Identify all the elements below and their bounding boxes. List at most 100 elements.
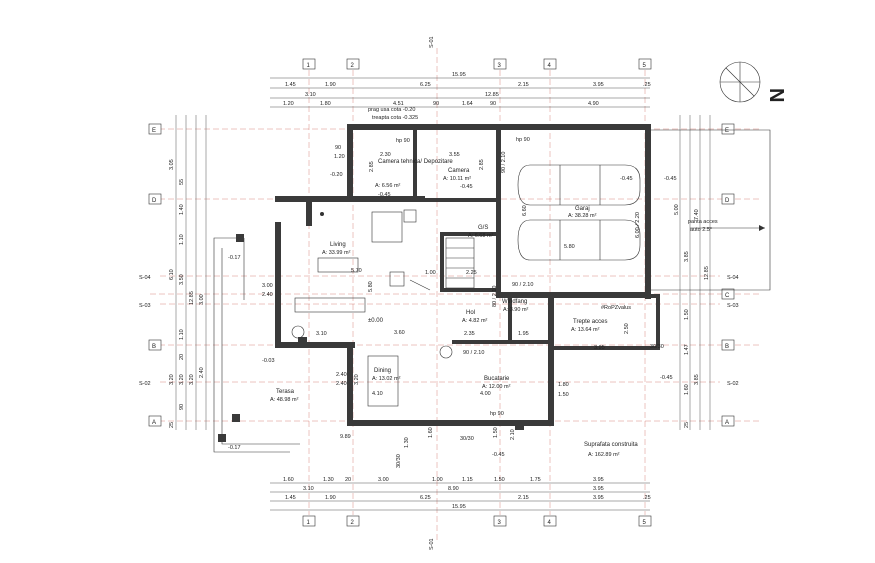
dim-bot-overall: 15.95 [452,504,466,510]
room-name-garaj: Garaj [575,206,590,212]
dim-bot-r3-3: 2.15 [518,495,529,501]
dimension-chain-top: 15.95 1.45 1.90 6.25 2.15 3.95 .25 3.10 … [270,72,651,108]
idim-28: 90 / 2.10 [463,350,484,356]
dim-right-4: 3.85 [694,374,700,385]
dim-bot-r2-0: 3.10 [303,486,314,492]
note-hp90c: hp 90 [490,411,504,417]
dimension-chain-right: 3.85 5.00 7.40 12.85 3.85 1.50 1.47 1.60… [674,115,711,430]
level-gar2: -0.45 [664,176,677,182]
dim-top-r2-1: 1.90 [325,82,336,88]
dim-left-7: 3.50 [179,274,185,285]
axis-labels-right: E D C B A [721,123,735,427]
axis-a-right: A [725,420,729,426]
dim-left-11: 3.20 [169,374,175,385]
dim-left-1: 55 [179,179,185,185]
axis-5-bottom: 5 [643,520,647,526]
level-rz: #RoPZvalus [601,305,631,311]
dim-left-9: 2.40 [199,367,205,378]
section-s03-left: S-03 [139,303,151,309]
section-mark-bottom: S-01 [429,538,435,550]
level-ter3: -0.17 [228,445,241,451]
idim-2: 1.20 [334,154,345,160]
garage-cars [517,164,641,261]
level-ter1: -0.17 [228,255,241,261]
idim-11: 1.00 [425,270,436,276]
notes: prag usa cota -0.20 treapta cota -0.325 … [368,107,718,417]
interior-dimensions: 2.30 90 1.20 3.55 2.85 2.85 6.60 5.80 6.… [262,145,664,468]
terrace-outline [213,234,300,453]
dim-bot-r3-4: 3.95 [593,495,604,501]
dim-bot-r1-7: 1.75 [530,477,541,483]
dim-left-10: 20 [179,354,185,360]
idim-5: 2.85 [479,159,485,170]
idim-19: 2.40 [336,381,347,387]
idim-12: 2.25 [466,270,477,276]
dim-right-5: 1.50 [684,309,690,320]
dim-right-7: 1.60 [684,384,690,395]
room-name-living: Living [330,242,346,248]
idim-26: 1.95 [518,331,529,337]
idim-34: 1.30 [404,437,410,448]
idim-37: 2.10 [510,429,516,440]
axis-2-top: 2 [351,63,355,69]
idim-23: 1.80 [558,382,569,388]
axis-4-top: 4 [548,63,552,69]
axis-e-right: E [725,128,729,134]
dim-top-r4-3: 90 [433,101,439,107]
dim-top-r4-0: 1.20 [283,101,294,107]
section-s02-right: S-02 [727,381,739,387]
north-arrow: N [719,61,787,102]
room-area-living: A: 33.99 m² [322,250,351,256]
north-label: N [765,88,787,102]
room-name-camera: Camera [448,168,470,174]
idim-27: 90 / 2.10 [501,152,507,173]
axis-c-right: C [725,293,730,299]
dim-left-0: 3.05 [169,159,175,170]
room-area-terasa: A: 48.98 m² [270,397,299,403]
axis-labels-top: 1 2 3 4 5 [302,58,652,70]
dim-left-5: 12.85 [189,291,195,305]
dim-right-0: 3.85 [684,251,690,262]
room-name-dining: Dining [374,368,391,374]
idim-6: 6.60 [522,205,528,216]
note-hp90a: hp 90 [396,138,410,144]
axis-e-left: E [152,128,156,134]
dim-bot-r1-1: 1.30 [323,477,334,483]
dim-top-r2-2: 6.25 [420,82,431,88]
room-area-camera: A: 10.11 m² [443,176,471,182]
level-zero: ±0.00 [368,318,384,324]
dim-bot-r2-1: 8.90 [448,486,459,492]
idim-18: 2.40 [336,372,347,378]
idim-7: 5.80 [564,244,575,250]
level-gar: -0.45 [620,176,633,182]
staircase [445,237,475,289]
dim-left-12: 3.20 [179,374,185,385]
room-name-suprafata: Suprafata construita [584,442,638,448]
dim-left-8: 1.10 [179,329,185,340]
dim-left-3: 1.10 [179,234,185,245]
axis-labels-left: E D B A [148,123,162,427]
section-s04-right: S-04 [727,275,739,281]
room-name-tech: Camera tehnica/ Depozitare [378,159,453,165]
room-name-hol: Hol [466,310,475,316]
dimension-chain-left: 3.05 55 1.40 1.10 6.10 12.85 3.00 3.50 1… [169,115,207,430]
idim-3: 3.55 [449,152,460,158]
idim-36: 1.50 [493,427,499,438]
dim-bot-r1-0: 1.60 [283,477,294,483]
dim-top-r4-4: 1.64 [462,101,473,107]
dim-top-r2-0: 1.45 [285,82,296,88]
dim-left-15: 25 [169,422,175,428]
idim-0: 2.30 [380,152,391,158]
dim-top-r3-0: 3.10 [305,92,316,98]
idim-30: 90 / 2.10 [512,282,533,288]
idim-9: 5.70 [351,268,362,274]
idim-33: 30/30 [650,344,664,350]
building-walls [275,124,660,430]
dim-top-r2-4: 3.95 [593,82,604,88]
level-ter2: -0.03 [262,358,275,364]
section-s04-left: S-04 [139,275,151,281]
dim-left-14: 90 [179,404,185,410]
axis-3-top: 3 [498,63,502,69]
note-prag2: treapta cota -0.325 [372,115,418,121]
